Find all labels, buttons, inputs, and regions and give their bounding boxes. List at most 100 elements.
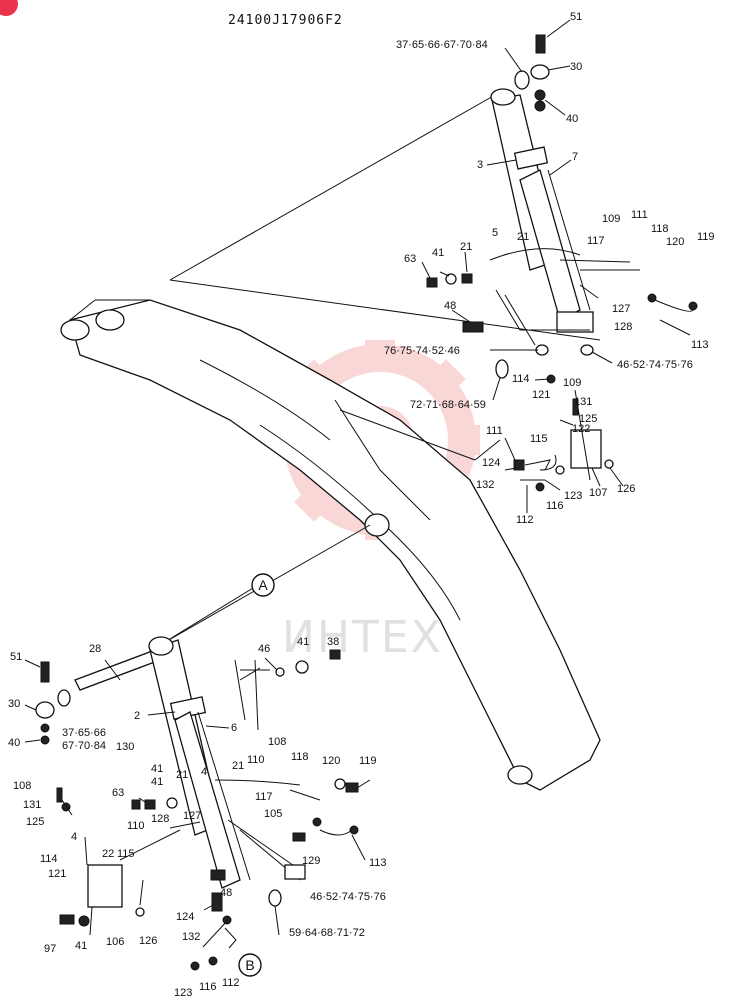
callout: 127 (183, 810, 201, 822)
callout: 76·75·74·52·46 (384, 345, 460, 357)
callout: 115 (117, 848, 135, 860)
callout: 40 (566, 113, 578, 125)
callout: 125 (579, 413, 597, 425)
callout: 30 (8, 698, 20, 710)
callout: 51 (570, 11, 582, 23)
view-marker-a: A (251, 573, 275, 597)
callout: 124 (176, 911, 194, 923)
callouts-top: 51 37·65·66·67·70·84 30 40 3 7 109 111 1… (384, 11, 715, 526)
callout: 119 (359, 755, 377, 767)
callout: 126 (617, 483, 635, 495)
callout: 21 (517, 231, 529, 243)
callout: 109 (602, 213, 620, 225)
callout: 113 (369, 857, 387, 869)
callout: 22 (102, 848, 114, 860)
callout: 59·64·68·71·72 (289, 927, 365, 939)
callout: 111 (486, 425, 503, 437)
callout: 130 (116, 741, 134, 753)
callout: 67·70·84 (62, 740, 106, 752)
svg-text:A: A (258, 577, 268, 593)
callout: 41 (151, 776, 163, 788)
bottom-cylinder-assembly (35, 636, 359, 971)
callout: 116 (546, 500, 564, 512)
callout: 118 (651, 223, 669, 235)
callout: 110 (247, 754, 265, 766)
callout: 6 (231, 722, 237, 734)
callout: 7 (572, 151, 578, 163)
callout: 37·65·66·67·70·84 (396, 39, 488, 51)
callout: 2 (134, 710, 140, 722)
callout: 125 (26, 816, 44, 828)
callout: 97 (44, 943, 56, 955)
callout: 38 (327, 636, 339, 648)
callout: 115 (530, 433, 548, 445)
callout: 121 (48, 868, 66, 880)
callout: 48 (444, 300, 456, 312)
callout: 113 (691, 339, 709, 351)
callout: 121 (532, 389, 550, 401)
callout: 120 (322, 755, 340, 767)
callout: 118 (291, 751, 309, 763)
callout: 112 (222, 977, 240, 989)
callout: 123 (174, 987, 192, 999)
callout: 51 (10, 651, 22, 663)
callout: 30 (570, 61, 582, 73)
callout: 123 (564, 490, 582, 502)
callout: 41 (75, 940, 87, 952)
callout: 3 (477, 159, 483, 171)
callout: 106 (106, 936, 124, 948)
callout: 117 (255, 791, 273, 803)
callout: 46 (258, 643, 270, 655)
callout: 21 (460, 241, 472, 253)
callout: 108 (268, 736, 286, 748)
callout: 110 (127, 820, 145, 832)
callout: 128 (151, 813, 169, 825)
corner-badge (0, 0, 18, 16)
callout: 120 (666, 236, 684, 248)
callout: 128 (614, 321, 632, 333)
callout: 127 (612, 303, 630, 315)
callout: 5 (492, 227, 498, 239)
callout: 4 (201, 766, 207, 778)
watermark-text: ИНТЕХ (282, 612, 443, 663)
boom-arm (60, 299, 601, 791)
top-cylinder-assembly (426, 34, 698, 492)
callout: 116 (199, 981, 217, 993)
callout: 63 (404, 253, 416, 265)
callout: 132 (182, 931, 200, 943)
callout: 112 (516, 514, 534, 526)
callout: 4 (71, 831, 77, 843)
callout: 124 (482, 457, 500, 469)
view-marker-b: B (238, 953, 262, 977)
callout: 41 (151, 763, 163, 775)
callout: 41 (297, 636, 309, 648)
callout: 131 (574, 396, 592, 408)
callouts-bottom: 28 46 41 38 51 30 37·65·66 67·70·84 40 2… (8, 636, 387, 999)
callout: 117 (587, 235, 605, 247)
callout: 111 (631, 209, 648, 221)
callout: 63 (112, 787, 124, 799)
callout: 129 (302, 855, 320, 867)
callout: 41 (432, 247, 444, 259)
callout: 114 (40, 853, 58, 865)
callout: 107 (589, 487, 607, 499)
callout: 114 (512, 373, 530, 385)
callout: 46·52·74·75·76 (617, 359, 693, 371)
callout: 105 (264, 808, 282, 820)
callout: 46·52·74·75·76 (310, 891, 386, 903)
callout: 119 (697, 231, 715, 243)
callout: 122 (572, 423, 590, 435)
svg-text:B: B (245, 957, 254, 973)
callout: 40 (8, 737, 20, 749)
callout: 108 (13, 780, 31, 792)
callout: 21 (232, 760, 244, 772)
callout: 131 (23, 799, 41, 811)
callout: 21 (176, 769, 188, 781)
callout: 109 (563, 377, 581, 389)
callout: 28 (89, 643, 101, 655)
callout-leaders (24, 19, 691, 948)
callout: 48 (220, 887, 232, 899)
callout: 126 (139, 935, 157, 947)
callout: 72·71·68·64·59 (410, 399, 486, 411)
